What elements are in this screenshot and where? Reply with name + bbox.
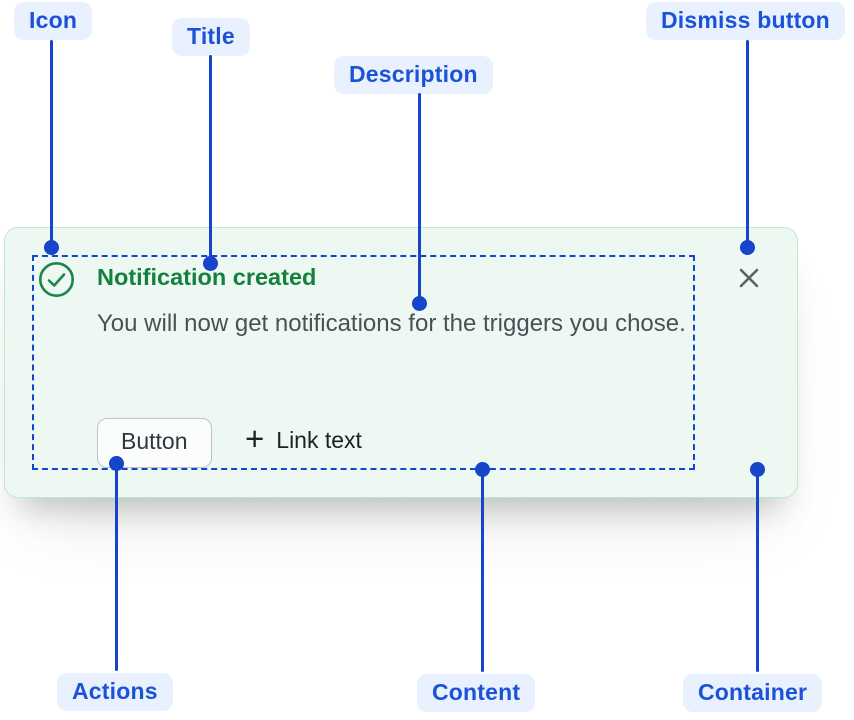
- dismiss-connector-line: [746, 40, 749, 247]
- label-description: Description: [334, 56, 493, 95]
- close-icon: [737, 266, 761, 290]
- plus-icon: +: [245, 420, 265, 457]
- flag-action-link[interactable]: + Link text: [245, 420, 362, 457]
- icon-connector-line: [50, 40, 53, 247]
- container-connector-line: [756, 470, 759, 672]
- container-connector-dot: [750, 462, 765, 477]
- content-connector-dot: [475, 462, 490, 477]
- label-title: Title: [172, 18, 250, 57]
- label-icon: Icon: [14, 2, 93, 41]
- actions-connector-dot: [109, 456, 124, 471]
- icon-connector-dot: [44, 240, 59, 255]
- label-container: Container: [683, 674, 823, 713]
- title-connector-line: [209, 55, 212, 264]
- actions-connector-line: [115, 463, 118, 671]
- success-check-circle-icon: [38, 261, 75, 298]
- flag-link-label: Link text: [276, 427, 362, 453]
- title-connector-dot: [203, 256, 218, 271]
- content-outline: [32, 255, 695, 470]
- label-actions: Actions: [57, 673, 173, 712]
- description-connector-line: [418, 93, 421, 304]
- content-connector-line: [481, 470, 484, 672]
- dismiss-button[interactable]: [732, 261, 766, 295]
- flag-description: You will now get notifications for the t…: [97, 310, 686, 337]
- label-content: Content: [417, 674, 536, 713]
- description-connector-dot: [412, 296, 427, 311]
- flag-container: Notification created You will now get no…: [4, 227, 798, 498]
- dismiss-connector-dot: [740, 240, 755, 255]
- label-dismiss-button: Dismiss button: [646, 2, 845, 41]
